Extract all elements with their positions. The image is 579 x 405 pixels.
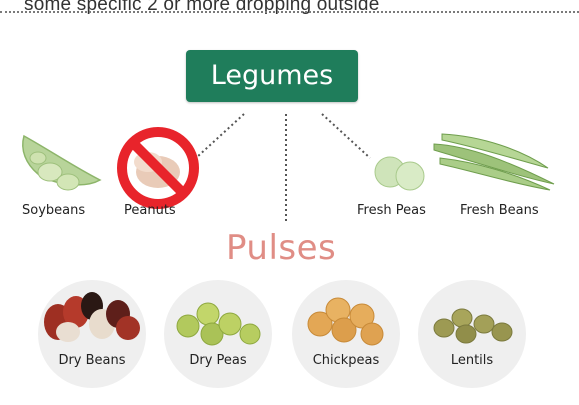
lentils-label: Lentils	[418, 353, 526, 368]
chickpeas-label: Chickpeas	[292, 353, 400, 368]
dry-beans-label: Dry Beans	[38, 353, 146, 368]
lentils-icon	[432, 306, 516, 346]
no-sign-icon	[114, 124, 202, 212]
fresh-beans-label: Fresh Beans	[460, 203, 539, 218]
peanuts-label: Peanuts	[124, 203, 176, 218]
fresh-peas-label: Fresh Peas	[357, 203, 426, 218]
dry-beans-icon	[40, 292, 146, 344]
fresh-peas-icon	[372, 150, 432, 200]
soybeans-label: Soybeans	[22, 203, 85, 218]
fresh-beans-icon	[430, 128, 560, 194]
dry-peas-icon	[174, 300, 264, 348]
connector-to-fresh-peas	[322, 114, 370, 158]
dry-peas-label: Dry Peas	[164, 353, 272, 368]
chickpeas-icon	[304, 296, 388, 348]
soybeans-icon	[16, 128, 106, 198]
pulses-title: Pulses	[226, 228, 336, 268]
legumes-title: Legumes	[186, 50, 358, 102]
